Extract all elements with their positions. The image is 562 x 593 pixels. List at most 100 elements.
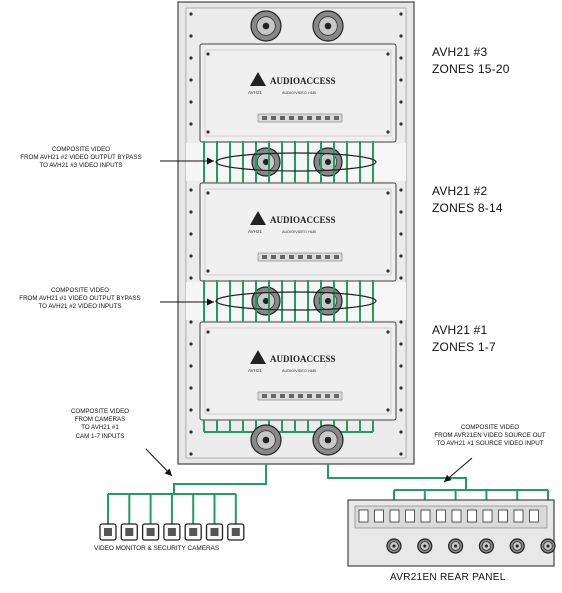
rear-panel-bnc-pin bbox=[392, 544, 396, 548]
arrow-note2-head bbox=[207, 298, 214, 306]
rear-panel-terminal bbox=[451, 509, 462, 523]
arrow-cameras bbox=[145, 448, 173, 477]
unit-3-indicator bbox=[307, 116, 312, 120]
unit-1-indicator bbox=[289, 394, 294, 398]
rear-panel-bnc-pin bbox=[484, 544, 488, 548]
unit-3-indicator bbox=[289, 116, 294, 120]
camera-trunk bbox=[173, 464, 267, 494]
video-cables bbox=[107, 141, 549, 540]
rack-hole-left bbox=[189, 188, 193, 192]
bottom-bnc-1-pin bbox=[262, 436, 270, 444]
source-note-line2: FROM AVR21EN VIDEO SOURCE OUT bbox=[434, 432, 546, 440]
bottom-input-band bbox=[203, 420, 374, 456]
unit-1-chassis-group: AUDIOACCESS AVH21 AUDIO/VIDEO HUB bbox=[199, 321, 397, 421]
rack-hole-left bbox=[189, 386, 193, 390]
rack-hole-right bbox=[399, 408, 403, 412]
bypass-band-unit1-to-unit2-bnc-a-pin bbox=[262, 297, 270, 305]
unit-2-model: AVH21 bbox=[248, 229, 262, 234]
unit-2-chassis bbox=[199, 182, 397, 282]
unit-1-screw bbox=[386, 408, 390, 412]
unit-2-screw bbox=[386, 191, 390, 195]
unit-2-name: AVH21 #2 bbox=[432, 184, 488, 198]
rack-hole-left bbox=[189, 342, 193, 346]
note-source-video: COMPOSITE VIDEO FROM AVR21EN VIDEO SOURC… bbox=[420, 424, 560, 449]
rear-panel-terminal bbox=[374, 509, 384, 523]
rack-hole-left bbox=[189, 276, 193, 280]
rack-hole-right bbox=[399, 342, 403, 346]
external-devices bbox=[99, 499, 556, 567]
cameras-note-line3: TO AVH21 #1 bbox=[81, 424, 119, 432]
unit-2-indicator bbox=[271, 255, 276, 259]
rack-hole-left bbox=[189, 232, 193, 236]
unit-2-indicator bbox=[316, 255, 321, 259]
unit-1-zones: ZONES 1-7 bbox=[432, 340, 496, 354]
unit-3-indicator bbox=[298, 116, 303, 120]
source-note-line1: COMPOSITE VIDEO bbox=[460, 424, 520, 431]
unit-2-indicator bbox=[325, 255, 330, 259]
rack-hole-right bbox=[399, 430, 403, 434]
unit-1-indicator bbox=[280, 394, 285, 398]
camera-lens bbox=[210, 528, 219, 536]
rack-hole-left bbox=[189, 34, 193, 38]
rear-panel-terminal bbox=[389, 509, 400, 523]
bypass-band-unit1-to-unit2-highlight-ellipse bbox=[215, 291, 377, 311]
arrow-note1-head bbox=[207, 157, 214, 165]
camera-device bbox=[120, 523, 138, 541]
unit-3-chassis bbox=[199, 43, 397, 143]
unit-1-screw bbox=[206, 330, 210, 334]
rack-hole-left bbox=[189, 364, 193, 368]
arrow-source bbox=[443, 457, 473, 483]
camera-lens bbox=[231, 528, 240, 536]
camera-device bbox=[163, 523, 181, 541]
unit-3-indicator bbox=[271, 116, 276, 120]
rear-panel-bnc-pin bbox=[546, 544, 550, 548]
cameras-note-line4: CAM 1-7 INPUTS bbox=[75, 432, 125, 440]
rack-hole-left bbox=[189, 452, 193, 456]
rack-hole-left bbox=[189, 56, 193, 60]
unit-2-faceplate bbox=[204, 188, 392, 276]
unit-3-label: AVH21 #3 ZONES 15-20 bbox=[432, 44, 510, 78]
unit-2-screw bbox=[206, 269, 210, 273]
rear-panel-label: AVR21EN REAR PANEL bbox=[390, 572, 506, 583]
arrow-note1 bbox=[160, 157, 214, 165]
rear-panel-bnc-pin bbox=[423, 544, 427, 548]
unit-1-label: AVH21 #1 ZONES 1-7 bbox=[432, 322, 496, 356]
rack-hole-left bbox=[189, 408, 193, 412]
unit-1-subtitle: AUDIO/VIDEO HUB bbox=[282, 369, 316, 373]
unit-1-brand-name: AUDIOACCESS bbox=[270, 354, 336, 364]
rack-hole-right bbox=[399, 78, 403, 82]
unit-3-name: AVH21 #3 bbox=[432, 45, 488, 59]
unit-1-model: AVH21 bbox=[248, 368, 262, 373]
unit-3-screw bbox=[386, 52, 390, 56]
unit-1-indicator bbox=[334, 394, 339, 398]
unit-1-indicator bbox=[325, 394, 330, 398]
unit-2-indicator bbox=[280, 255, 285, 259]
unit-1-name: AVH21 #1 bbox=[432, 323, 488, 337]
unit-3-indicator bbox=[316, 116, 321, 120]
bypass-band-unit2-to-unit3-bnc-b-pin bbox=[324, 158, 332, 166]
unit-3-indicator bbox=[325, 116, 330, 120]
cameras-note-line1: COMPOSITE VIDEO bbox=[70, 408, 130, 415]
rack-hole-right bbox=[399, 364, 403, 368]
rack-hole-left bbox=[189, 12, 193, 16]
camera-lens bbox=[125, 528, 134, 536]
note1-line1: COMPOSITE VIDEO bbox=[51, 146, 111, 153]
cameras-note-line2: FROM CAMERAS bbox=[74, 416, 126, 424]
unit-1-screw bbox=[206, 408, 210, 412]
unit-2-subtitle: AUDIO/VIDEO HUB bbox=[282, 230, 316, 234]
unit-3-screw bbox=[386, 130, 390, 134]
unit-2-logo-triangle bbox=[250, 211, 266, 225]
note-unit1-to-unit2: COMPOSITE VIDEO FROM AVH21 #1 VIDEO OUTP… bbox=[0, 287, 160, 312]
note2-line1: COMPOSITE VIDEO bbox=[50, 287, 110, 294]
rack-hole-left bbox=[189, 254, 193, 258]
rack-hole-right bbox=[399, 320, 403, 324]
rack-hole-right bbox=[399, 254, 403, 258]
rack-hole-left bbox=[189, 210, 193, 214]
note1-line3: TO AVH21 #3 VIDEO INPUTS bbox=[39, 162, 123, 170]
rack-hole-left bbox=[189, 430, 193, 434]
camera-device bbox=[99, 523, 117, 541]
rack-hole-right bbox=[399, 452, 403, 456]
rear-panel-terminal bbox=[498, 509, 508, 523]
